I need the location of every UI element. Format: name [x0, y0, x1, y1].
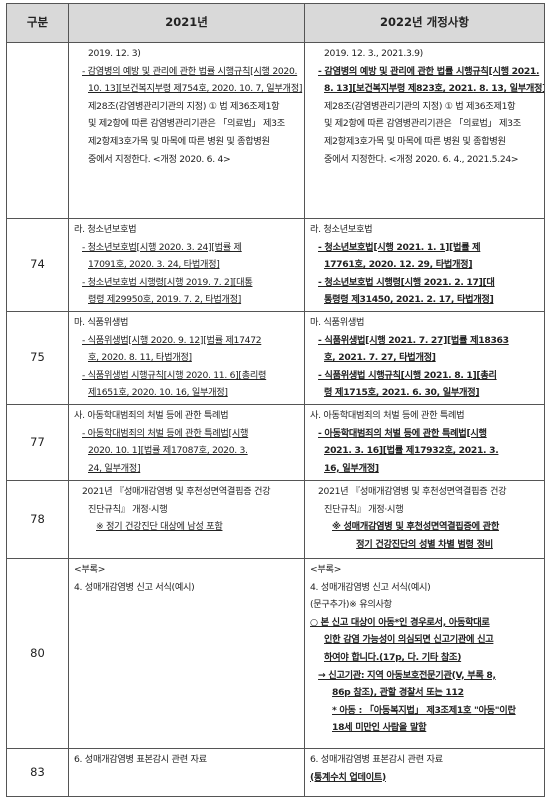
text-line: 진단규칙』 개정·시행	[88, 503, 168, 515]
text-line: 18세 미만인 사람을 말함	[332, 722, 427, 734]
text-line: ○ 본 신고 대상이 아동*인 경우로서, 아동학대로	[310, 616, 490, 628]
text-line: 하여야 합니다.(17p, 다. 기타 참조)	[324, 651, 462, 663]
text-line: <부록>	[74, 563, 106, 575]
text-line: 및 제2항에 따른 감염병관리기관은 「의료법」 제3조	[88, 118, 285, 130]
text-line: (문구추가)※ 유의사항	[310, 599, 392, 611]
header-category: 구분	[6, 3, 69, 43]
text-line: 령 제1715호, 2021. 6. 30, 일부개정]	[324, 387, 480, 399]
header-2022-revision: 2022년 개정사항	[304, 3, 545, 43]
text-line: 10. 13][보건복지부령 제754호, 2020. 10. 7, 일부개정]	[88, 83, 303, 95]
text-line: → 신고기관: 지역 아동보호전문기관(V, 부록 8,	[318, 669, 496, 681]
text-line: 호, 2021. 7. 27, 타법개정]	[324, 352, 436, 364]
text-line: 사. 아동학대범죄의 처벌 등에 관한 특례법	[310, 409, 465, 421]
text-line: 마. 식품위생법	[74, 316, 129, 328]
table-row: 2019. 12. 3) - 감염병의 예방 및 관리에 관한 법률 시행규칙[시…	[6, 42, 545, 219]
cell-2022-revision: 6. 성매개감염병 표본감시 관련 자료 (통계수치 업데이트)	[304, 747, 545, 797]
text-line: 통령령 제31450, 2021. 2. 17, 타법개정]	[324, 294, 494, 306]
text-line: - 감염병의 예방 및 관리에 관한 법률 시행규칙[시행 2020.	[82, 65, 298, 77]
table-row: 75 마. 식품위생법 - 식품위생법[시행 2020. 9. 12][법률 제17…	[6, 310, 545, 405]
text-line: - 청소년보호법 시행령[시행 2019. 7. 2][대통	[82, 276, 253, 288]
text-line: 중에서 지정한다. <개정 2020. 6. 4., 2021.5.24>	[324, 153, 519, 165]
text-line: - 식품위생법[시행 2020. 9. 12][법률 제17472	[82, 334, 262, 346]
text-line: * 아동 : 「아동복지법」 제3조제1호 "아동"이란	[332, 704, 516, 716]
text-line: 2020. 10. 1][법률 제17087호, 2020. 3.	[88, 445, 248, 457]
row-page-number: 77	[6, 403, 69, 481]
text-line: 2019. 12. 3., 2021.3.9)	[324, 48, 423, 59]
text-line: ※ 성매개감염병 및 후천성면역결핍증에 관한	[332, 521, 499, 533]
text-line: 2021년 『성매개감염병 및 후천성면역결핍증 건강	[318, 485, 507, 497]
text-line: - 감염병의 예방 및 관리에 관한 법률 시행규칙[시행 2021.	[318, 65, 540, 77]
header-row: 구분 2021년 2022년 개정사항	[6, 3, 545, 43]
table-row: 74 라. 청소년보호법 - 청소년보호법[시행 2020. 3. 24][법률 제…	[6, 218, 545, 312]
text-line: 17091호, 2020. 3. 24, 타법개정]	[88, 259, 220, 271]
text-line: 인한 감염 가능성이 의심되면 신고기관에 신고	[324, 634, 494, 646]
cell-2021: 라. 청소년보호법 - 청소년보호법[시행 2020. 3. 24][법률 제 17…	[68, 218, 305, 312]
text-line: 마. 식품위생법	[310, 316, 365, 328]
row-page-number: 83	[6, 747, 69, 797]
text-line: (통계수치 업데이트)	[310, 771, 386, 783]
text-line: ※ 정기 건강진단 대상에 남성 포함	[96, 521, 223, 533]
row-page-number: 78	[6, 479, 69, 559]
cell-2021: 사. 아동학대범죄의 처벌 등에 관한 특례법 - 아동학대범죄의 처벌 등에 관…	[68, 403, 305, 481]
revision-comparison-table: 구분 2021년 2022년 개정사항 2019. 12. 3) - 감염병의 예…	[6, 3, 545, 797]
cell-2022-revision: 라. 청소년보호법 - 청소년보호법[시행 2021. 1. 1][법률 제 177…	[304, 218, 545, 312]
text-line: 제2항제3호가목 및 마목에 따른 병원 및 종합병원	[324, 135, 506, 147]
text-line: 령령 제29950호, 2019. 7. 2, 타법개정]	[88, 294, 242, 306]
text-line: 라. 청소년보호법	[74, 224, 137, 235]
text-line: 제1651호, 2020. 10. 16, 일부개정]	[88, 387, 228, 399]
text-line: 2021. 3. 16][법률 제17932호, 2021. 3.	[324, 445, 499, 457]
cell-2022-revision: <부록> 4. 성매개감염병 신고 서식(예시) (문구추가)※ 유의사항 ○ 본 신…	[304, 557, 545, 749]
row-page-number: 74	[6, 218, 69, 312]
text-line: 6. 성매개감염병 표본감시 관련 자료	[310, 753, 443, 765]
text-line: 라. 청소년보호법	[310, 224, 373, 235]
text-line: 2021년 『성매개감염병 및 후천성면역결핍증 건강	[82, 485, 271, 497]
text-line: - 청소년보호법 시행령[시행 2021. 2. 17][대	[318, 276, 495, 288]
table-row: 80 <부록> 4. 성매개감염병 신고 서식(예시) <부록> 4. 성매개감염병 신…	[6, 557, 545, 749]
text-line: 8. 13][보건복지부령 제823호, 2021. 8. 13, 일부개정]	[324, 83, 545, 95]
cell-2022-revision: 2019. 12. 3., 2021.3.9) - 감염병의 예방 및 관리에 관…	[304, 42, 545, 219]
text-line: 제2항제3호가목 및 마목에 따른 병원 및 종합병원	[88, 135, 270, 147]
cell-2021: <부록> 4. 성매개감염병 신고 서식(예시)	[68, 557, 305, 749]
row-page-number: 75	[6, 310, 69, 405]
header-2021: 2021년	[68, 3, 305, 43]
text-line: <부록>	[310, 563, 342, 575]
table-row: 77 사. 아동학대범죄의 처벌 등에 관한 특례법 - 아동학대범죄의 처벌 등에…	[6, 403, 545, 481]
text-line: - 식품위생법[시행 2021. 7. 27][법률 제18363	[318, 334, 509, 346]
text-line: 6. 성매개감염병 표본감시 관련 자료	[74, 753, 207, 765]
text-line: - 식품위생법 시행규칙[시행 2020. 11. 6][총리령	[82, 369, 267, 381]
text-line: 사. 아동학대범죄의 처벌 등에 관한 특례법	[74, 409, 229, 421]
text-line: 4. 성매개감염병 신고 서식(예시)	[74, 581, 195, 593]
text-line: 16, 일부개정]	[324, 462, 379, 474]
text-line: 정기 건강진단의 성별 차별 범령 정비	[356, 538, 493, 550]
cell-2021: 6. 성매개감염병 표본감시 관련 자료	[68, 747, 305, 797]
text-line: 2019. 12. 3)	[88, 48, 141, 59]
text-line: - 식품위생법 시행규칙[시행 2021. 8. 1][총리	[318, 369, 497, 381]
text-line: 제28조(감염병관리기관의 지정) ① 법 제36조제1항	[88, 100, 280, 112]
cell-2022-revision: 마. 식품위생법 - 식품위생법[시행 2021. 7. 27][법률 제1836…	[304, 310, 545, 405]
text-line: 진단규칙』 개정·시행	[324, 503, 404, 515]
text-line: 17761호, 2020. 12. 29, 타법개정]	[324, 259, 473, 271]
row-page-number	[6, 42, 69, 219]
text-line: 86p 참조), 관할 경찰서 또는 112	[332, 687, 464, 699]
text-line: - 아동학대범죄의 처벌 등에 관한 특례법[시행	[82, 427, 249, 439]
text-line: - 청소년보호법[시행 2020. 3. 24][법률 제	[82, 241, 242, 253]
text-line: 제28조(감염병관리기관의 지정) ① 법 제36조제1항	[324, 100, 516, 112]
text-line: 중에서 지정한다. <개정 2020. 6. 4>	[88, 153, 231, 165]
text-line: - 청소년보호법[시행 2021. 1. 1][법률 제	[318, 241, 481, 253]
cell-2022-revision: 사. 아동학대범죄의 처벌 등에 관한 특례법 - 아동학대범죄의 처벌 등에 관…	[304, 403, 545, 481]
text-line: - 아동학대범죄의 처벌 등에 관한 특례법[시행	[318, 427, 487, 439]
cell-2021: 2019. 12. 3) - 감염병의 예방 및 관리에 관한 법률 시행규칙[시…	[68, 42, 305, 219]
text-line: 및 제2항에 따른 감염병관리기관은 「의료법」 제3조	[324, 118, 521, 130]
text-line: 호, 2020. 8. 11, 타법개정]	[88, 352, 192, 364]
text-line: 24, 일부개정]	[88, 462, 141, 474]
row-page-number: 80	[6, 557, 69, 749]
cell-2021: 마. 식품위생법 - 식품위생법[시행 2020. 9. 12][법률 제1747…	[68, 310, 305, 405]
text-line: 4. 성매개감염병 신고 서식(예시)	[310, 581, 431, 593]
